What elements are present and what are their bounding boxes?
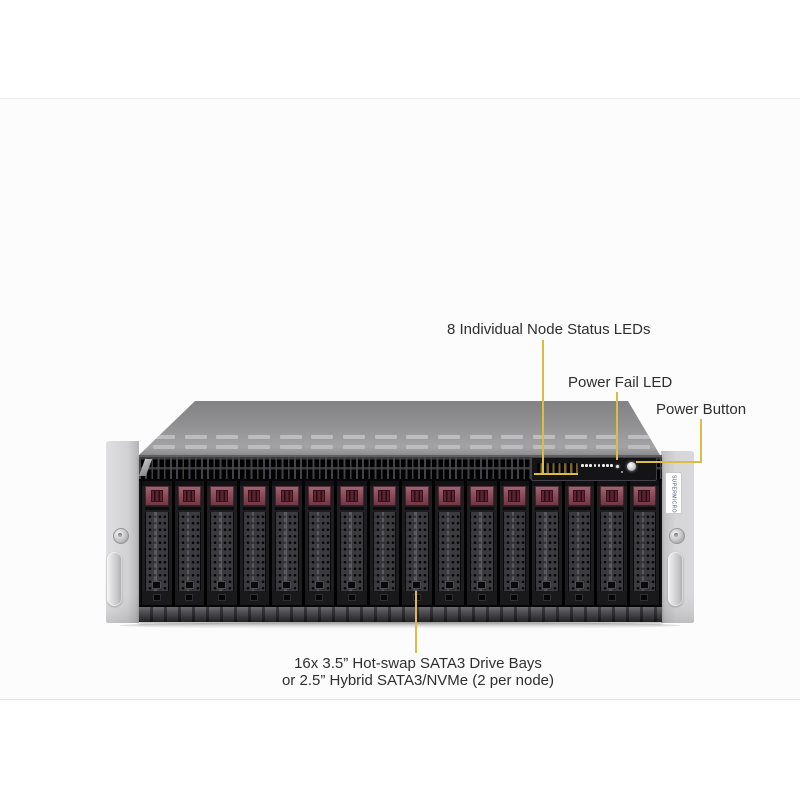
left-rack-handle (107, 552, 122, 606)
drive-latch (242, 486, 266, 506)
drive-bay (434, 481, 464, 605)
drive-latch (567, 486, 591, 506)
drive-tray (470, 512, 494, 591)
drive-latch (470, 486, 494, 506)
drive-tray (502, 512, 526, 591)
top-vent-group (374, 435, 397, 450)
drive-bay (272, 481, 302, 605)
drive-bay-array (141, 481, 660, 605)
label-power-fail-led: Power Fail LED (568, 374, 673, 391)
power-fail-led-icon (616, 465, 620, 469)
top-vent-group (247, 435, 270, 450)
drive-bay (142, 481, 172, 605)
drive-latch (535, 486, 559, 506)
top-vent-group (216, 435, 239, 450)
leader-line-drive-bays (415, 591, 417, 653)
drive-tray (242, 512, 266, 591)
drive-tray (632, 512, 656, 591)
drive-latch (632, 486, 656, 506)
label-drive-bays-line1: 16x 3.5” Hot-swap SATA3 Drive Bays (294, 655, 542, 672)
corner-latch-icon (138, 459, 153, 476)
drive-bay (207, 481, 237, 605)
thumbscrew-icon (113, 528, 129, 544)
top-vent-group (627, 435, 650, 450)
drive-bay (597, 481, 627, 605)
drive-bay (499, 481, 529, 605)
right-rack-handle (668, 552, 683, 606)
supermicro-badge: SUPERMICRO (665, 472, 682, 514)
drive-latch (502, 486, 526, 506)
chassis-front-face (138, 455, 662, 622)
top-vent-group (437, 435, 460, 450)
top-vent-group (469, 435, 492, 450)
node-status-led-dots (581, 464, 613, 467)
power-button-icon (627, 462, 636, 471)
drive-tray (437, 512, 461, 591)
drive-latch (372, 486, 396, 506)
drive-latch (145, 486, 169, 506)
drive-tray (177, 512, 201, 591)
leader-line-node-leds-underline (534, 473, 578, 475)
drive-latch (437, 486, 461, 506)
label-drive-bays: 16x 3.5” Hot-swap SATA3 Drive Bays or 2.… (257, 655, 579, 689)
drive-latch (210, 486, 234, 506)
drive-tray (372, 512, 396, 591)
drive-tray (600, 512, 624, 591)
drive-bay (337, 481, 367, 605)
drive-tray (340, 512, 364, 591)
top-vent-group (596, 435, 619, 450)
drive-latch (307, 486, 331, 506)
drive-tray (210, 512, 234, 591)
leader-line-power-fail (616, 392, 618, 460)
label-drive-bays-line2: or 2.5” Hybrid SATA3/NVMe (2 per node) (281, 672, 555, 689)
product-photo: SUPERMICRO (0, 98, 800, 700)
control-panel (531, 457, 657, 481)
drive-tray (145, 512, 169, 591)
drive-bay (467, 481, 497, 605)
top-vent-group (184, 435, 207, 450)
drive-tray (535, 512, 559, 591)
supermicro-badge-text: SUPERMICRO (670, 475, 677, 513)
leader-line-node-leds (542, 340, 544, 475)
drive-latch (405, 486, 429, 506)
bottom-rail (139, 605, 662, 622)
drive-bay (402, 481, 432, 605)
drive-bay (532, 481, 562, 605)
drive-bay (564, 481, 594, 605)
drive-bay (304, 481, 334, 605)
status-led-icon (621, 471, 624, 474)
leader-line-power-button-vertical (700, 419, 702, 463)
chassis-top (139, 401, 660, 455)
top-vent-group (153, 435, 175, 450)
node-status-led-block (537, 463, 578, 475)
drive-latch (177, 486, 201, 506)
left-rack-ear (106, 441, 139, 623)
top-vent-group (564, 435, 587, 450)
top-vent-group (342, 435, 365, 450)
drive-bay (239, 481, 269, 605)
drive-bay (174, 481, 204, 605)
right-rack-ear: SUPERMICRO (661, 451, 694, 623)
drive-latch (600, 486, 624, 506)
drive-latch (340, 486, 364, 506)
drive-tray (307, 512, 331, 591)
drive-latch (275, 486, 299, 506)
chassis-top-vents (153, 435, 650, 450)
leader-line-power-button (636, 461, 702, 463)
top-vent-group (311, 435, 334, 450)
chassis-shadow (120, 622, 680, 629)
thumbscrew-icon (669, 528, 685, 544)
drive-tray (567, 512, 591, 591)
drive-bay (629, 481, 659, 605)
label-node-status-leds: 8 Individual Node Status LEDs (447, 321, 651, 338)
label-power-button: Power Button (656, 401, 747, 418)
drive-bay (369, 481, 399, 605)
top-vent-group (279, 435, 302, 450)
top-vent-group (406, 435, 429, 450)
drive-tray (275, 512, 299, 591)
drive-tray (405, 512, 429, 591)
top-vent-group (501, 435, 524, 450)
